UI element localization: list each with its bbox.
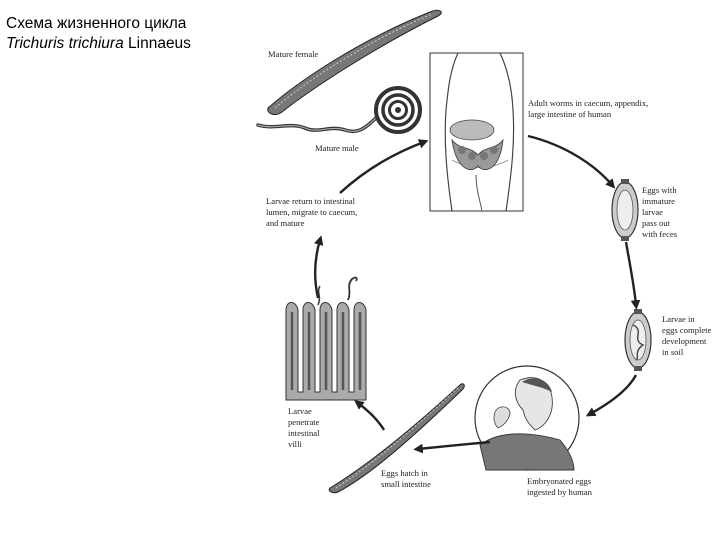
- person-ingesting-illustration: [474, 365, 580, 471]
- egg-embryonated-illustration: [624, 309, 652, 371]
- svg-text:small intestine: small intestine: [381, 479, 431, 489]
- svg-text:large intestine of human: large intestine of human: [528, 109, 612, 119]
- svg-text:development: development: [662, 336, 707, 346]
- svg-text:larvae: larvae: [642, 207, 663, 217]
- svg-text:immature: immature: [642, 196, 675, 206]
- svg-text:villi: villi: [288, 439, 302, 449]
- svg-text:penetrate: penetrate: [288, 417, 320, 427]
- svg-text:Eggs hatch in: Eggs hatch in: [381, 468, 428, 478]
- label-larvae-return: Larvae return to intestinal lumen, migra…: [266, 196, 357, 228]
- arrow-eggs-to-soil: [624, 241, 641, 310]
- svg-text:pass out: pass out: [642, 218, 671, 228]
- mature-male-worm: [256, 86, 422, 134]
- label-mature-female: Mature female: [268, 49, 319, 59]
- human-torso-illustration: [429, 52, 524, 212]
- svg-text:Embryonated eggs: Embryonated eggs: [527, 476, 592, 486]
- title-line-1: Схема жизненного цикла: [6, 15, 187, 32]
- egg-immature-illustration: [611, 179, 639, 241]
- svg-text:intestinal: intestinal: [288, 428, 320, 438]
- svg-text:Larvae: Larvae: [288, 406, 312, 416]
- arrow-soil-to-ingest: [585, 374, 638, 417]
- svg-text:ingested by human: ingested by human: [527, 487, 593, 497]
- label-eggs-feces: Eggs with immature larvae pass out with …: [642, 185, 678, 239]
- intestinal-villi-illustration: [285, 276, 367, 401]
- author-name: Linnaeus: [128, 35, 191, 52]
- svg-text:Eggs with: Eggs with: [642, 185, 677, 195]
- label-ingested: Embryonated eggs ingested by human: [527, 476, 593, 497]
- label-adult-worms: Adult worms in caecum, appendix, large i…: [528, 98, 648, 119]
- svg-text:Adult worms in caecum, appendi: Adult worms in caecum, appendix,: [528, 98, 648, 108]
- diagram-title: Схема жизненного цикла Trichuris trichiu…: [6, 14, 191, 54]
- title-line-2: Trichuris trichiura Linnaeus: [6, 34, 191, 54]
- svg-text:Larvae return to intestinal: Larvae return to intestinal: [266, 196, 356, 206]
- species-name: Trichuris trichiura: [6, 35, 124, 52]
- svg-text:lumen, migrate to caecum,: lumen, migrate to caecum,: [266, 207, 357, 217]
- arrow-ingest-to-hatch: [413, 440, 491, 454]
- svg-text:with feces: with feces: [642, 229, 678, 239]
- svg-text:eggs complete: eggs complete: [662, 325, 712, 335]
- svg-text:and mature: and mature: [266, 218, 305, 228]
- arrow-villi-to-return: [314, 235, 324, 299]
- label-larvae-soil: Larvae in eggs complete development in s…: [662, 314, 712, 357]
- arrow-adult-to-eggs: [527, 134, 616, 189]
- label-penetrate: Larvae penetrate intestinal villi: [288, 406, 320, 449]
- arrow-hatch-to-villi: [354, 400, 386, 431]
- hatched-larva-illustration: [328, 383, 465, 494]
- arrow-return-to-adult: [339, 139, 429, 194]
- svg-text:Larvae in: Larvae in: [662, 314, 695, 324]
- mature-female-worm: [267, 9, 442, 116]
- label-hatch: Eggs hatch in small intestine: [381, 468, 431, 489]
- label-mature-male: Mature male: [315, 143, 359, 153]
- svg-text:in soil: in soil: [662, 347, 684, 357]
- cycle-arrows: [314, 134, 641, 454]
